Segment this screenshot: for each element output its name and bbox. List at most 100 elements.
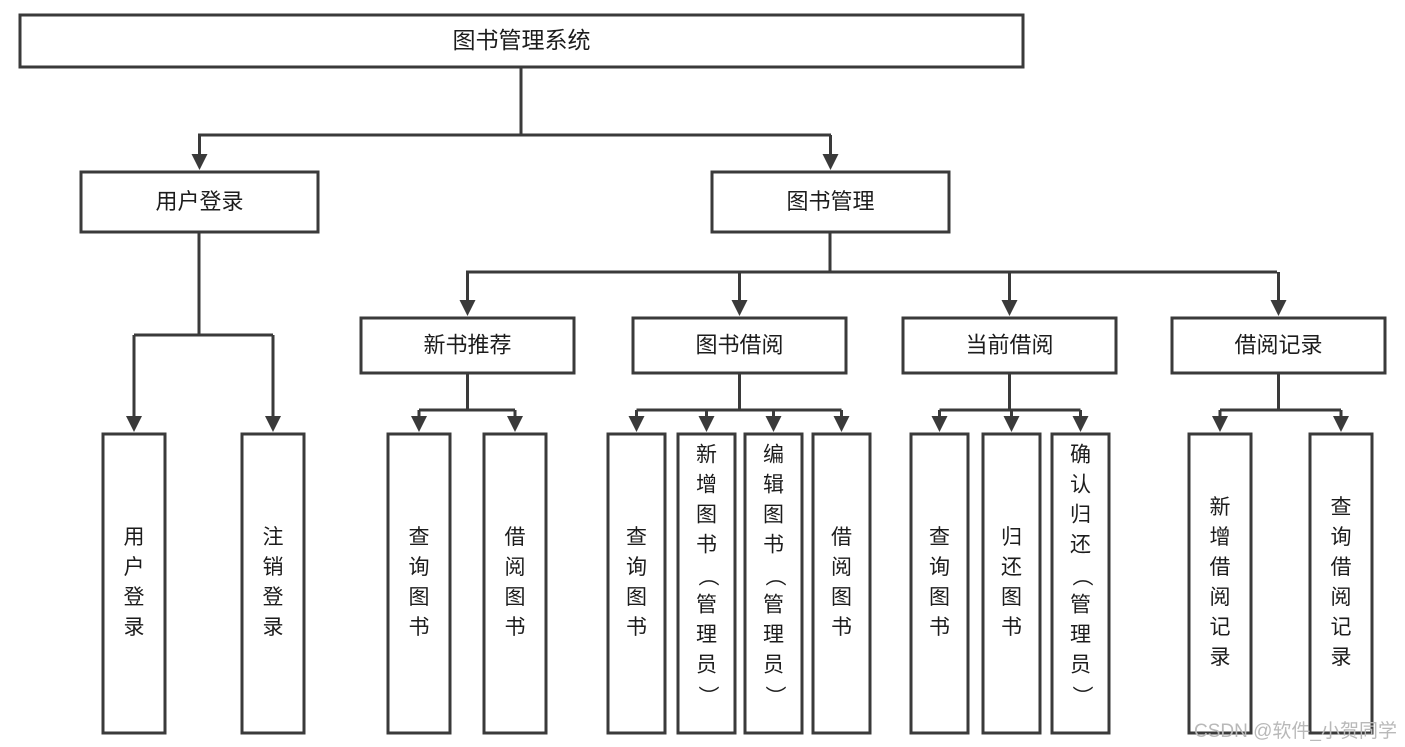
node-box-book-borrow[interactable]: [631, 316, 848, 375]
arrow-head-icon: [411, 416, 427, 432]
arrow-head-icon: [822, 154, 839, 170]
node-borrow-record[interactable]: 借阅记录: [1170, 316, 1387, 375]
node-label-char: 管: [696, 594, 717, 617]
node-box-new-book-recommend[interactable]: [359, 316, 576, 375]
node-box-book-management[interactable]: [710, 170, 951, 234]
node-book-borrow[interactable]: 图书借阅: [631, 316, 848, 375]
node-box-leaf-return-book[interactable]: [981, 432, 1042, 735]
node-label-char: 书: [505, 616, 526, 639]
connectors-layer: [126, 67, 1349, 432]
node-box-leaf-query-book-1[interactable]: [386, 432, 452, 735]
node-leaf-user-login[interactable]: 用户登录: [101, 432, 167, 735]
csdn-watermark: CSDN @软件_小贺同学: [1194, 721, 1397, 742]
node-label-char: 户: [124, 556, 145, 579]
node-box-current-borrow[interactable]: [901, 316, 1118, 375]
node-box-leaf-add-record[interactable]: [1187, 432, 1253, 735]
node-label-char: 注: [263, 526, 284, 549]
node-box-leaf-add-book[interactable]: [676, 432, 737, 735]
node-label-new-book-recommend: 新书推荐: [423, 332, 511, 357]
node-label-char: 新: [1210, 496, 1231, 519]
node-box-leaf-query-book-3[interactable]: [909, 432, 970, 735]
node-user-login[interactable]: 用户登录: [79, 170, 320, 234]
node-label-char: 增: [1210, 526, 1231, 549]
arrow-head-icon: [1270, 300, 1287, 316]
node-label-char: 记: [1331, 616, 1352, 639]
node-label-char: 还: [1070, 534, 1091, 557]
node-new-book-recommend[interactable]: 新书推荐: [359, 316, 576, 375]
arrow-head-icon: [628, 416, 645, 432]
node-label-char: 登: [124, 586, 145, 609]
node-label-char: 查: [929, 526, 950, 549]
node-label-current-borrow: 当前借阅: [965, 332, 1053, 357]
node-label-char: 登: [263, 586, 284, 609]
node-label-char: 图: [696, 504, 717, 527]
node-label-char: ）: [763, 686, 786, 707]
node-box-user-login[interactable]: [79, 170, 320, 234]
node-label-char: 阅: [831, 556, 852, 579]
arrow-head-icon: [833, 416, 850, 432]
node-label-char: 书: [763, 534, 784, 557]
node-label-char: 借: [831, 526, 852, 549]
node-label-char: 员: [696, 654, 717, 677]
node-label-char: 管: [1070, 594, 1091, 617]
node-label-char: 新: [696, 444, 717, 467]
node-label-char: ）: [1070, 686, 1093, 707]
node-label-root: 图书管理系统: [453, 27, 591, 53]
node-label-char: 录: [124, 616, 145, 639]
node-label-char: 管: [763, 594, 784, 617]
node-box-leaf-query-record[interactable]: [1308, 432, 1374, 735]
node-current-borrow[interactable]: 当前借阅: [901, 316, 1118, 375]
node-root[interactable]: 图书管理系统: [18, 13, 1025, 69]
node-box-root[interactable]: [18, 13, 1025, 69]
node-label-char: 书: [1001, 616, 1022, 639]
arrow-head-icon: [1212, 416, 1228, 432]
node-box-leaf-edit-book[interactable]: [743, 432, 804, 735]
node-box-leaf-user-login[interactable]: [101, 432, 167, 735]
arrow-head-icon: [1003, 416, 1020, 432]
node-label-char: ）: [696, 686, 719, 707]
node-label-char: 图: [409, 586, 430, 609]
node-label-char: 员: [763, 654, 784, 677]
node-label-char: 员: [1070, 654, 1091, 677]
node-label-char: 借: [505, 526, 526, 549]
node-label-char: 图: [763, 504, 784, 527]
node-label-char: 理: [696, 624, 717, 647]
arrow-head-icon: [459, 300, 476, 316]
node-label-book-borrow: 图书借阅: [695, 332, 783, 357]
node-box-leaf-borrow-book-2[interactable]: [811, 432, 872, 735]
node-label-char: （: [1070, 566, 1093, 587]
node-book-management[interactable]: 图书管理: [710, 170, 951, 234]
arrow-head-icon: [507, 416, 523, 432]
node-label-char: 借: [1210, 556, 1231, 579]
node-box-leaf-borrow-book-1[interactable]: [482, 432, 548, 735]
node-label-char: 确: [1070, 444, 1091, 467]
node-label-char: 理: [1070, 624, 1091, 647]
node-box-borrow-record[interactable]: [1170, 316, 1387, 375]
arrow-head-icon: [1072, 416, 1089, 432]
node-box-leaf-query-book-2[interactable]: [606, 432, 667, 735]
node-label-char: 归: [1070, 504, 1091, 527]
node-label-char: 辑: [763, 474, 784, 497]
node-label-char: 借: [1331, 556, 1352, 579]
node-label-char: 销: [263, 556, 284, 579]
node-label-char: 认: [1070, 474, 1091, 497]
node-box-leaf-confirm-return[interactable]: [1050, 432, 1111, 735]
node-box-leaf-user-logout[interactable]: [240, 432, 306, 735]
arrow-head-icon: [1001, 300, 1018, 316]
node-label-char: 书: [929, 616, 950, 639]
arrow-head-icon: [126, 416, 142, 432]
node-label-char: 归: [1001, 526, 1022, 549]
